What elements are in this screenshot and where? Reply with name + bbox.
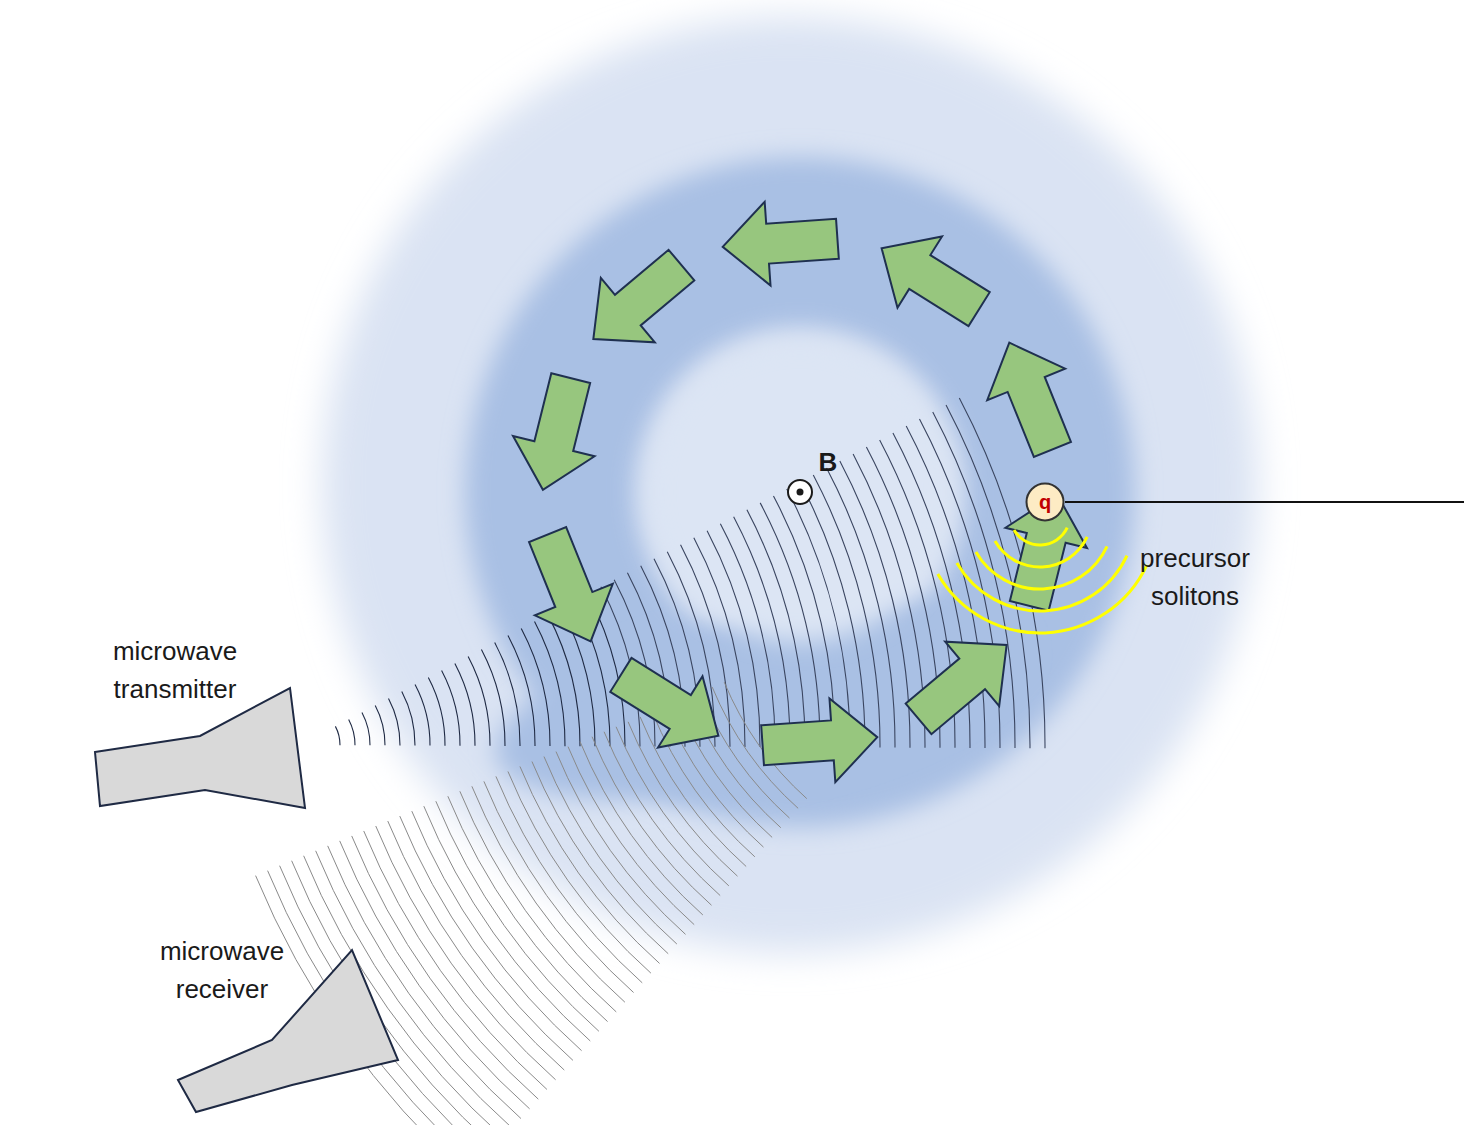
- probe-wire: [1065, 501, 1464, 503]
- wavefront: [472, 786, 625, 1002]
- wavefront: [773, 496, 835, 747]
- wavefront: [520, 766, 660, 963]
- soliton-label: precursor solitons: [1110, 540, 1280, 615]
- transmitter-horn: [95, 688, 305, 808]
- flow-arrow: [502, 368, 611, 500]
- soliton: [938, 565, 1147, 633]
- wavefront: [460, 791, 616, 1012]
- wavefront: [481, 650, 505, 746]
- wavefront: [335, 726, 340, 745]
- wavefront: [362, 712, 370, 745]
- field-label: B: [808, 444, 848, 482]
- wavefront: [535, 622, 565, 747]
- wavefront: [376, 826, 556, 1080]
- wavefront: [813, 475, 880, 748]
- wavefront: [495, 643, 520, 746]
- wavefront: [556, 752, 686, 935]
- soliton-wavefronts: [938, 528, 1147, 633]
- wavefront: [544, 757, 677, 944]
- wavefront: [840, 461, 910, 748]
- wavefront: [349, 719, 355, 745]
- wavefront: [707, 531, 760, 747]
- transmitter-label: microwave transmitter: [80, 633, 270, 708]
- wavefront: [592, 737, 711, 906]
- wavefront: [468, 657, 490, 746]
- wavefront: [720, 524, 775, 747]
- charge-label: q: [1025, 482, 1065, 522]
- wavefront: [604, 732, 720, 896]
- wavefront: [375, 705, 385, 745]
- wavefront: [580, 742, 703, 915]
- wavefront: [424, 806, 590, 1041]
- wavefront: [508, 636, 535, 746]
- wavefront: [442, 670, 460, 745]
- wavefront: [455, 664, 475, 746]
- wavefront: [508, 771, 651, 973]
- wavefront: [734, 517, 790, 747]
- flow-arrow: [509, 519, 630, 657]
- wavefront: [428, 677, 445, 745]
- soliton: [995, 537, 1087, 567]
- flow-arrow: [892, 613, 1034, 751]
- field-symbol: [788, 480, 812, 504]
- flow-arrow: [970, 327, 1091, 465]
- field-symbol-dot: [797, 489, 804, 496]
- soliton: [1014, 528, 1067, 545]
- charge-probe: q: [1025, 482, 1065, 522]
- flow-arrow: [859, 213, 1001, 345]
- wavefront: [760, 503, 820, 747]
- wavefront: [415, 684, 430, 745]
- soliton: [957, 556, 1127, 611]
- flow-arrow: [566, 233, 708, 371]
- wavefront: [496, 776, 642, 982]
- flow-arrow: [760, 695, 881, 787]
- plasma-cloud: [322, 17, 1258, 953]
- flow-arrow: [599, 639, 741, 771]
- wavefront: [448, 796, 608, 1021]
- wavefront: [412, 811, 582, 1051]
- wavefront: [388, 821, 564, 1070]
- soliton: [976, 546, 1107, 589]
- wavefront: [484, 781, 634, 992]
- flow-arrow: [720, 197, 841, 289]
- receiver-label: microwave receiver: [137, 933, 307, 1008]
- plasma-core: [650, 342, 950, 642]
- wavefront: [400, 816, 573, 1060]
- wavefront: [616, 727, 729, 886]
- wavefront: [388, 698, 400, 745]
- rotation-arrows: [502, 197, 1098, 787]
- wavefront: [402, 691, 415, 745]
